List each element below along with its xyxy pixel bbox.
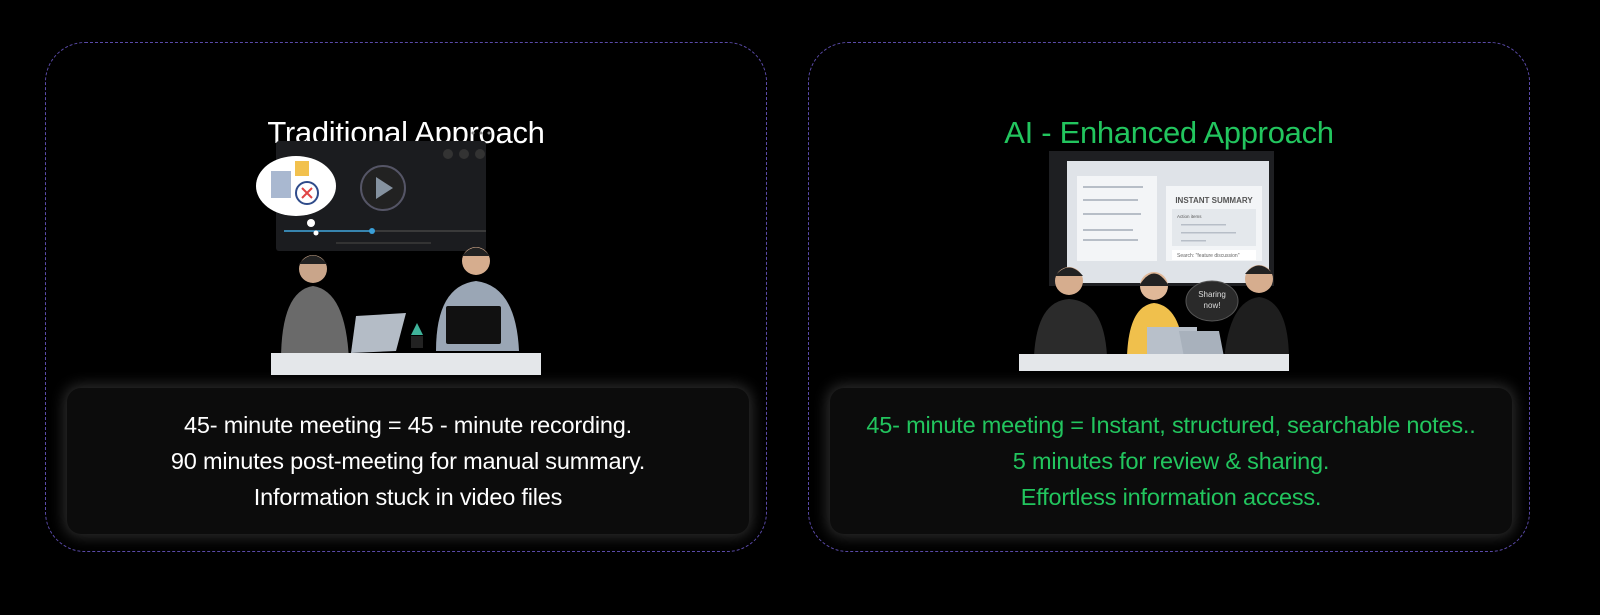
person-left	[1034, 267, 1107, 356]
search-field: Search: "feature discussion"	[1177, 253, 1240, 259]
play-icon	[360, 165, 406, 211]
traditional-meeting-illustration	[256, 131, 541, 375]
ai-meeting-illustration: INSTANT SUMMARY Action items Search: "fe…	[1019, 151, 1289, 371]
person-left	[281, 255, 349, 361]
svg-text:Sharing: Sharing	[1198, 290, 1226, 299]
traditional-summary-box: 45- minute meeting = 45 - minute recordi…	[67, 388, 749, 534]
thought-bubble-icon	[256, 156, 336, 236]
person-right	[1224, 265, 1289, 361]
traditional-line-1: 45- minute meeting = 45 - minute recordi…	[184, 412, 632, 438]
action-items-label: Action items	[1177, 214, 1202, 219]
desk	[1019, 354, 1289, 371]
traditional-approach-card: Traditional Approach 45- minute meeting	[45, 42, 767, 552]
svg-text:now!: now!	[1204, 301, 1221, 310]
ai-enhanced-approach-card: AI - Enhanced Approach INSTANT SUMMARY A…	[808, 42, 1530, 552]
summary-heading: INSTANT SUMMARY	[1175, 196, 1253, 205]
ai-line-2: 5 minutes for review & sharing.	[1012, 448, 1330, 474]
speech-bubble: Sharing now!	[1185, 280, 1239, 322]
traditional-line-3: Information stuck in video files	[253, 484, 563, 510]
laptop	[351, 313, 406, 353]
ai-line-1: 45- minute meeting = Instant, structured…	[866, 412, 1476, 438]
laptop	[446, 306, 501, 344]
ai-enhanced-summary-box: 45- minute meeting = Instant, structured…	[830, 388, 1512, 534]
traditional-line-2: 90 minutes post-meeting for manual summa…	[170, 448, 646, 474]
ai-enhanced-title: AI - Enhanced Approach	[1004, 115, 1334, 150]
ai-line-3: Effortless information access.	[1020, 484, 1322, 510]
laptop	[1179, 331, 1224, 357]
desk	[271, 353, 541, 375]
